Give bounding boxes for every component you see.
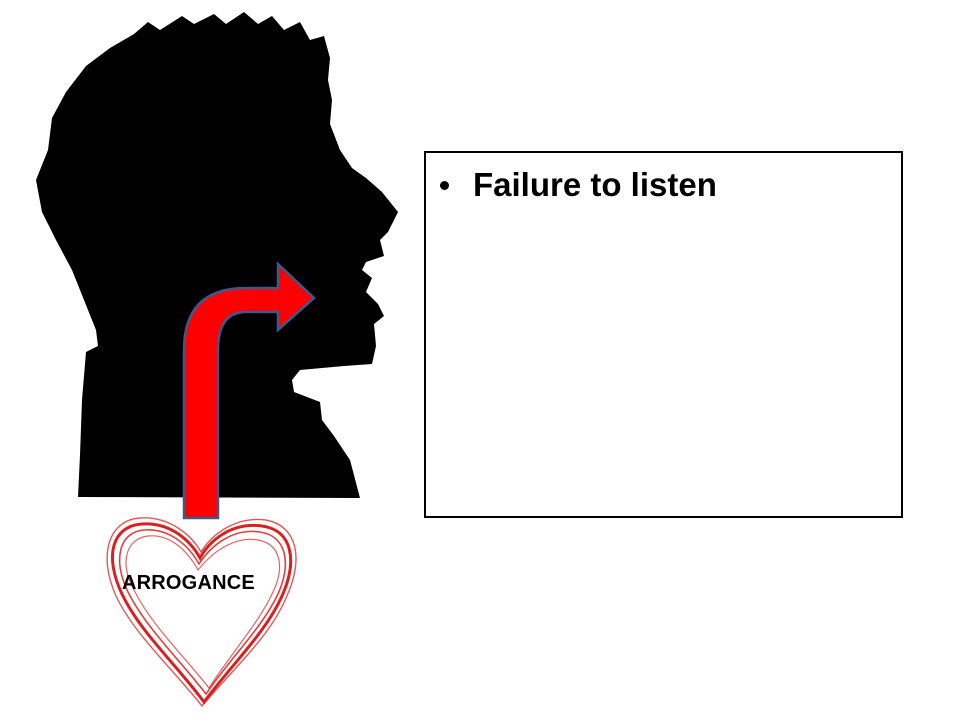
bullet-text: Failure to listen <box>473 166 717 203</box>
heart-label: ARROGANCE <box>122 572 255 594</box>
bullet-item: Failure to listen <box>438 166 891 203</box>
bullet-dot-icon <box>440 180 449 190</box>
bullet-list: Failure to listen <box>438 166 891 203</box>
head-silhouette-icon <box>36 12 398 498</box>
content-text-box: Failure to listen <box>424 151 903 518</box>
heart-icon <box>106 517 297 707</box>
turn-arrow-icon <box>182 261 316 520</box>
